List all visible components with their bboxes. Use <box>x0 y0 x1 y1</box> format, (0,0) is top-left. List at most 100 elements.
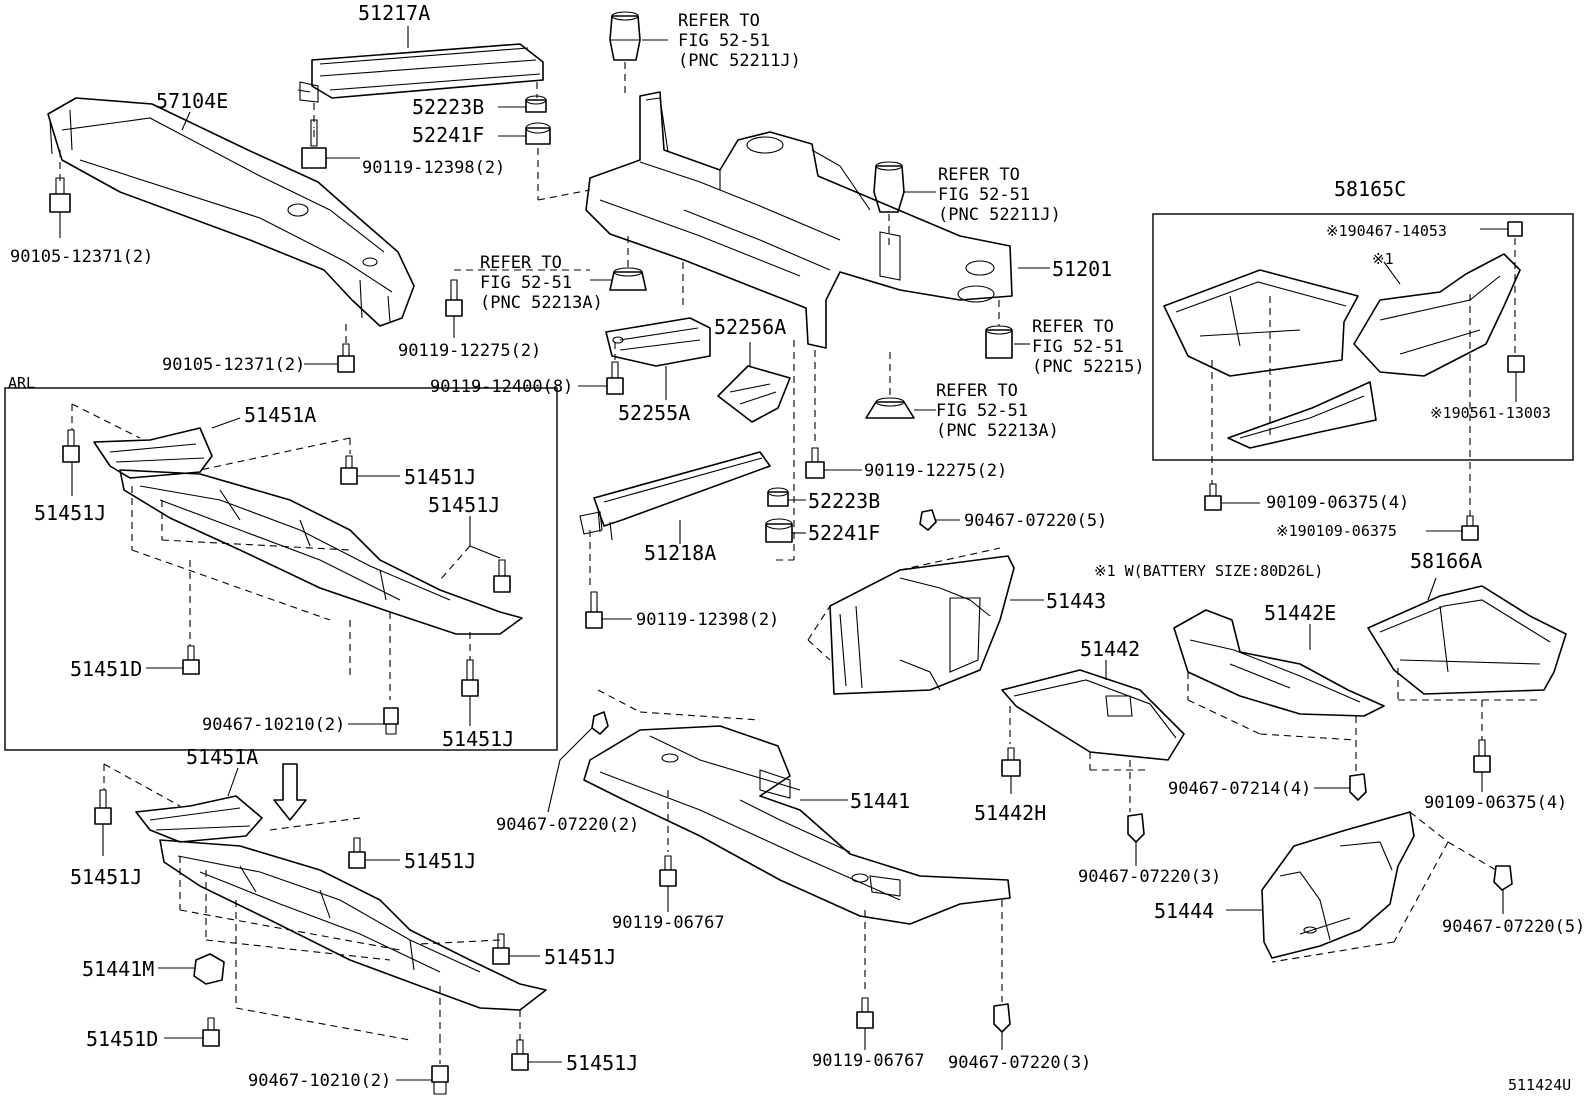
callout-52241f-mid: 52241F <box>808 521 880 545</box>
callout-51451a-arl: 51451A <box>244 403 316 427</box>
clip-90467-10210-low[interactable] <box>431 1065 449 1095</box>
bolt-90119-12275-mid[interactable] <box>805 447 825 479</box>
callout-90467-07220-5-top: 90467-07220(5) <box>964 511 1107 531</box>
bolt-190467-14053[interactable] <box>1507 221 1523 237</box>
refer-note-lower-l2: FIG 52-51 <box>936 401 1028 421</box>
part-58165c-tray-left[interactable] <box>1163 269 1359 377</box>
bushing-52215[interactable] <box>985 325 1013 359</box>
callout-51442e: 51442E <box>1264 601 1336 625</box>
bolt-51451j-arl-b[interactable] <box>340 455 358 485</box>
clip-90467-10210-arl[interactable] <box>383 707 399 735</box>
bolt-51451j-low-b[interactable] <box>348 837 366 869</box>
callout-51451a-low: 51451A <box>186 745 258 769</box>
bolt-51451j-low-d[interactable] <box>511 1039 529 1071</box>
refer-note-lower: REFER TO FIG 52-51 (PNC 52213A) <box>936 381 1059 441</box>
part-51444[interactable] <box>1261 811 1415 959</box>
bolt-51451j-low-c[interactable] <box>492 933 510 965</box>
part-51442h[interactable] <box>1001 747 1021 777</box>
refer-note-right: REFER TO FIG 52-51 (PNC 52215) <box>1032 317 1145 377</box>
bolt-51451d-arl[interactable] <box>182 645 200 675</box>
refer-note-top-l3: (PNC 52211J) <box>678 51 801 71</box>
part-51443[interactable] <box>829 555 1015 695</box>
part-58165c-bracket[interactable] <box>1227 381 1377 449</box>
callout-90119-06767-a: 90119-06767 <box>612 913 725 933</box>
bolt-51451j-arl-d[interactable] <box>461 659 479 697</box>
bolt-51451j-low-a[interactable] <box>94 789 112 825</box>
bolt-90109-06375-4-box[interactable] <box>1204 483 1222 511</box>
callout-52223b-mid: 52223B <box>808 489 880 513</box>
clip-90467-07220-2[interactable] <box>591 711 609 735</box>
part-51201[interactable] <box>585 91 1013 349</box>
part-52255a[interactable] <box>605 317 711 367</box>
bolt-90119-12400[interactable] <box>606 361 624 395</box>
callout-90119-12400: 90119-12400(8) <box>430 377 573 397</box>
callout-90467-07220-3-bottom: 90467-07220(3) <box>948 1053 1091 1073</box>
part-58165c-tray-right[interactable] <box>1353 253 1521 377</box>
callout-51451d-arl: 51451D <box>70 657 142 681</box>
bolt-90119-06767-b[interactable] <box>856 997 874 1029</box>
clip-90467-07214[interactable] <box>1349 773 1367 801</box>
callout-90119-12398-top: 90119-12398(2) <box>362 158 505 178</box>
callout-51201: 51201 <box>1052 257 1112 281</box>
part-58166a[interactable] <box>1367 585 1567 695</box>
bolt-90109-06375-note[interactable] <box>1461 515 1479 541</box>
callout-51444: 51444 <box>1154 899 1214 923</box>
refer-note-top-l2: FIG 52-51 <box>678 31 770 51</box>
callout-51451j-arl-c: 51451J <box>428 493 500 517</box>
bushing-52211j-right[interactable] <box>873 161 905 213</box>
refer-note-top: REFER TO FIG 52-51 (PNC 52211J) <box>678 11 801 71</box>
bolt-51451j-arl-a[interactable] <box>62 429 80 463</box>
part-51451a-low[interactable] <box>135 795 263 843</box>
clip-90467-07220-top[interactable] <box>919 509 937 531</box>
bolt-90119-12398-top[interactable] <box>301 119 327 169</box>
refer-note-top-l1: REFER TO <box>678 11 760 31</box>
bushing-52213a-left[interactable] <box>609 267 647 291</box>
part-front-under-cover-low[interactable] <box>159 839 547 1011</box>
callout-52256a: 52256A <box>714 315 786 339</box>
bushing-52241f-mid[interactable] <box>765 518 793 543</box>
refer-note-upper-right-l3: (PNC 52211J) <box>938 205 1061 225</box>
callout-90467-07220-3-mid: 90467-07220(3) <box>1078 867 1221 887</box>
clip-90467-07220-3-mid[interactable] <box>1127 813 1145 843</box>
part-52256a[interactable] <box>717 365 791 423</box>
bolt-51451j-arl-c[interactable] <box>493 559 511 593</box>
bushing-52241f-top[interactable] <box>525 122 551 145</box>
bushing-52223b-mid[interactable] <box>767 487 789 507</box>
refer-note-lower-l1: REFER TO <box>936 381 1018 401</box>
bolt-90119-12398-mid[interactable] <box>585 591 603 629</box>
callout-58166a: 58166A <box>1410 549 1482 573</box>
part-51442[interactable] <box>1001 669 1185 761</box>
callout-90119-06767-b: 90119-06767 <box>812 1051 925 1071</box>
part-front-under-cover-arl[interactable] <box>119 469 523 635</box>
clip-90467-07220-5-right[interactable] <box>1493 865 1513 891</box>
bushing-52213a-lower[interactable] <box>865 397 915 419</box>
bolt-90109-06375-4-right[interactable] <box>1473 739 1491 773</box>
callout-90109-06375-4-box: 90109-06375(4) <box>1266 493 1409 513</box>
part-51441[interactable] <box>583 725 1011 925</box>
refer-note-left-l3: (PNC 52213A) <box>480 293 603 313</box>
clip-90467-07220-3-bottom[interactable] <box>993 1003 1011 1033</box>
callout-51451j-low-b: 51451J <box>404 849 476 873</box>
callout-51218a: 51218A <box>644 541 716 565</box>
bushing-52223b-top[interactable] <box>525 95 547 113</box>
bushing-52211j-top[interactable] <box>609 11 641 61</box>
note-battery-size: ※1 W(BATTERY SIZE:80D26L) <box>1094 562 1323 580</box>
bolt-90105-12371-left[interactable] <box>49 177 71 213</box>
bolt-90119-12275-left[interactable] <box>445 279 463 317</box>
part-51218a[interactable] <box>579 451 771 541</box>
bolt-90119-06767-a[interactable] <box>659 855 677 887</box>
callout-51451j-low-c: 51451J <box>544 945 616 969</box>
bolt-90105-12371-bottom[interactable] <box>337 343 355 373</box>
part-51451a-arl[interactable] <box>93 427 213 479</box>
part-57104e[interactable] <box>47 97 415 327</box>
callout-51442h: 51442H <box>974 801 1046 825</box>
part-51442e[interactable] <box>1173 609 1385 717</box>
callout-51442: 51442 <box>1080 637 1140 661</box>
part-51217a[interactable] <box>297 43 544 103</box>
bolt-190561-13003[interactable] <box>1507 355 1525 373</box>
callout-90105-12371-bottom: 90105-12371(2) <box>162 355 305 375</box>
clip-51441m[interactable] <box>193 953 225 985</box>
bolt-51451d-low[interactable] <box>202 1017 220 1047</box>
